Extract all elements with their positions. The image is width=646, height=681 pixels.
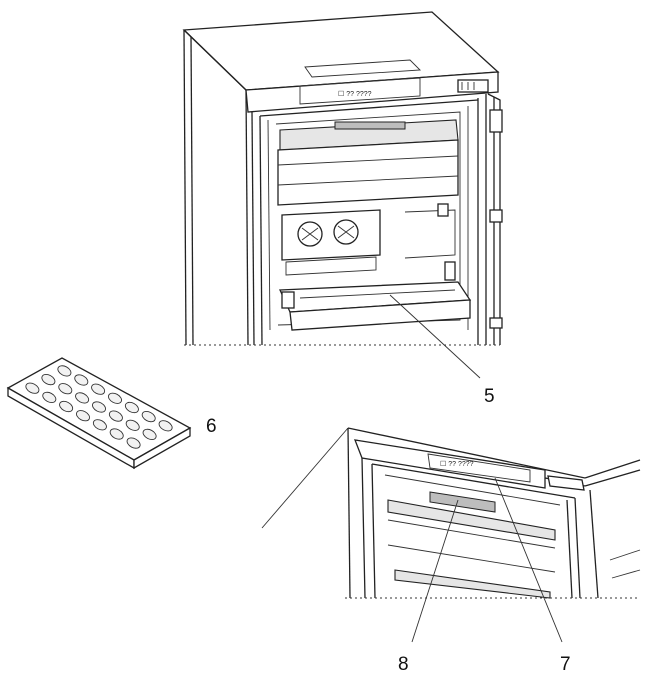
tray-cell bbox=[76, 410, 90, 422]
ice-cube-tray bbox=[6, 357, 192, 470]
tray-cell bbox=[126, 437, 141, 449]
leader-line-8 bbox=[411, 499, 459, 643]
callout-5: 5 bbox=[484, 386, 495, 407]
tray-cell bbox=[74, 374, 89, 386]
tray-cell bbox=[141, 410, 156, 423]
leader-line-7 bbox=[494, 477, 563, 643]
detail-leader bbox=[261, 427, 349, 529]
tray-cell bbox=[57, 365, 72, 377]
leader-line-5 bbox=[389, 294, 481, 379]
detail-view: ☐ ?? ???? bbox=[261, 427, 641, 599]
tray-cell bbox=[92, 419, 107, 431]
detail-brand-text: ☐ ?? ???? bbox=[440, 460, 474, 468]
tray-cell bbox=[158, 420, 173, 432]
callout-7: 7 bbox=[560, 654, 571, 675]
tray-cell bbox=[58, 383, 73, 395]
tray-cell bbox=[42, 391, 57, 404]
tray-cell bbox=[142, 428, 157, 441]
tray-cell bbox=[41, 373, 56, 386]
tray-cells bbox=[25, 365, 173, 449]
callout-8: 8 bbox=[398, 654, 409, 675]
tray-cell bbox=[92, 401, 106, 413]
callout-6: 6 bbox=[206, 416, 217, 437]
tray-cell bbox=[75, 392, 90, 404]
tray-cell bbox=[125, 419, 140, 431]
tray-cell bbox=[109, 428, 124, 440]
tray-cell bbox=[124, 401, 139, 414]
top-brand-text: ☐ ?? ???? bbox=[338, 90, 372, 98]
tray-cell bbox=[59, 400, 74, 413]
freezer-cabinet: ☐ ?? ???? bbox=[182, 11, 503, 346]
tray-cell bbox=[91, 383, 106, 395]
tray-cell bbox=[108, 392, 122, 404]
tray-cell bbox=[25, 382, 40, 394]
tray-cell bbox=[108, 410, 123, 422]
